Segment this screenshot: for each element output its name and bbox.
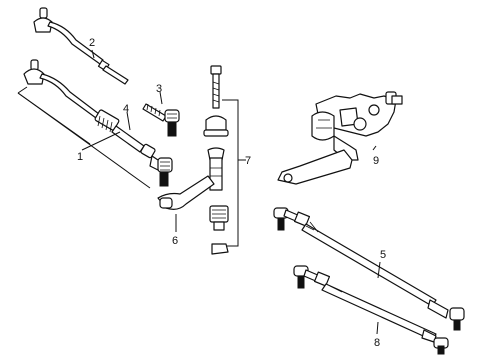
tie-rod-upper [33, 7, 129, 85]
steering-gear-box [277, 91, 403, 185]
callout-7-bracket [222, 99, 246, 247]
tie-rod-end-small [142, 103, 180, 137]
idler-arm-assembly [157, 65, 229, 255]
callout-7: 7 [245, 155, 251, 167]
tie-rod-assembly [23, 59, 173, 187]
callout-9: 9 [373, 155, 379, 167]
drag-link [273, 207, 465, 331]
callout-4: 4 [123, 103, 129, 115]
center-link [293, 265, 449, 355]
callout-8: 8 [374, 337, 380, 349]
callout-2: 2 [89, 37, 95, 49]
callout-6: 6 [172, 235, 178, 247]
callout-1: 1 [77, 151, 83, 163]
callout-3: 3 [156, 83, 162, 95]
callout-5: 5 [380, 249, 386, 261]
